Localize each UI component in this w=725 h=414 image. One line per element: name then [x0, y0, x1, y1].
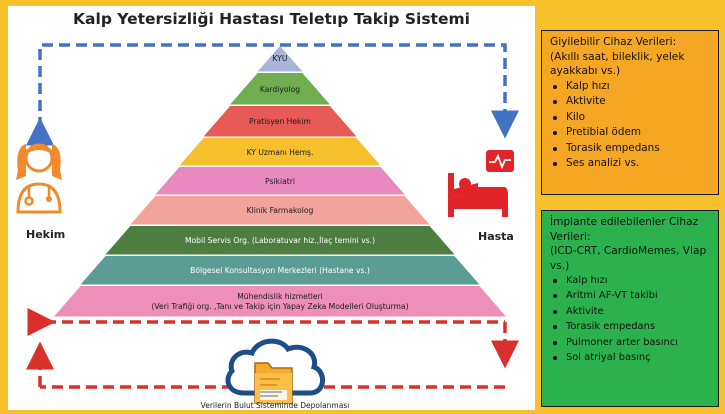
pyramid-tier: [179, 138, 381, 166]
pyramid-tier: [80, 256, 480, 285]
implant-list: Kalp hızı Aritmi AF-VT takibi Aktivite T…: [548, 273, 712, 365]
blue-dashed-arrow: [26, 43, 519, 146]
pyramid-tier-label: Mühendislik hizmetleri: [237, 292, 323, 301]
pyramid-tier: [257, 46, 303, 72]
list-item: Kalp hızı: [553, 79, 712, 95]
wearable-box-title: Giyilebilir Cihaz Verileri: (Akıllı saat…: [550, 35, 712, 79]
pyramid: [54, 46, 506, 317]
wearable-title-line: Giyilebilir Cihaz Verileri:: [550, 36, 677, 48]
wearable-title-line: (Akıllı saat, bileklik, yelek: [550, 50, 685, 63]
pyramid-tier: [203, 106, 357, 137]
page-title: Kalp Yetersizliği Hastası Teletıp Takip …: [73, 10, 470, 28]
list-item: Aktivite: [553, 304, 712, 319]
wearable-device-box: Giyilebilir Cihaz Verileri: (Akıllı saat…: [541, 30, 719, 195]
list-item: Pretibial ödem: [553, 125, 712, 141]
list-item: Aritmi AF-VT takibi: [553, 288, 712, 303]
list-item: Kilo: [553, 110, 712, 126]
pyramid-tier-label: KYU: [272, 53, 288, 63]
list-item: Torasik empedans: [553, 141, 712, 157]
list-item: Kalp hızı: [553, 273, 712, 288]
implant-title-line: İmplante edilebilenler Cihaz: [550, 216, 699, 228]
pyramid-tier: [155, 167, 405, 195]
doctor-label: Hekim: [26, 228, 66, 241]
implant-title-line: (ICD-CRT, CardioMemes, Vlap: [550, 245, 707, 257]
cloud-label: Verilerin Bulut Sisteminde Depolanması: [200, 401, 350, 410]
pyramid-tier-label: Mobil Servis Org. (Laboratuvar hiz.,İlaç…: [184, 236, 376, 245]
implant-box-title: İmplante edilebilenler Cihaz Verileri: (…: [550, 215, 712, 273]
pyramid-tier: [230, 73, 330, 105]
list-item: Aktivite: [553, 94, 712, 110]
doctor-icon: [16, 143, 62, 214]
patient-label: Hasta: [478, 230, 514, 243]
pyramid-tier-label: Pratisyen Hekim: [249, 117, 311, 126]
list-item: Sol atriyal basınç: [553, 350, 712, 365]
pyramid-tier: [130, 196, 430, 225]
implant-title-line: Verileri:: [550, 230, 591, 243]
implant-title-line: vs.): [550, 259, 570, 272]
pyramid-tier-label: Kardiyolog: [259, 84, 301, 94]
pyramid-tier-label: Bölgesel Konsultasyon Merkezleri (Hastan…: [190, 266, 370, 275]
list-item: Torasik empedans: [553, 319, 712, 334]
wearable-list: Kalp hızı Aktivite Kilo Pretibial ödem T…: [548, 79, 712, 173]
implant-device-box: İmplante edilebilenler Cihaz Verileri: (…: [541, 210, 719, 407]
pyramid-tier-label: Psikiatri: [265, 176, 295, 186]
pyramid-tier: [54, 286, 506, 317]
wearable-title-line: ayakkabı vs.): [550, 65, 621, 77]
pyramid-tier-label: KY Uzmanı Hemş.: [246, 147, 314, 157]
list-item: Pulmoner arter basıncı: [553, 335, 712, 350]
pyramid-tier-label: (Veri Trafiği org. ,Tanı ve Takip için Y…: [151, 302, 409, 311]
cloud-folder-icon: [225, 338, 325, 404]
list-item: Ses analizi vs.: [553, 156, 712, 172]
patient-bed-icon: [448, 173, 508, 217]
pyramid-tier-label: Klinik Farmakolog: [246, 206, 314, 215]
red-dashed-arrow: [26, 308, 519, 389]
pyramid-tier: [105, 226, 455, 255]
heart-monitor-icon: [486, 150, 514, 172]
